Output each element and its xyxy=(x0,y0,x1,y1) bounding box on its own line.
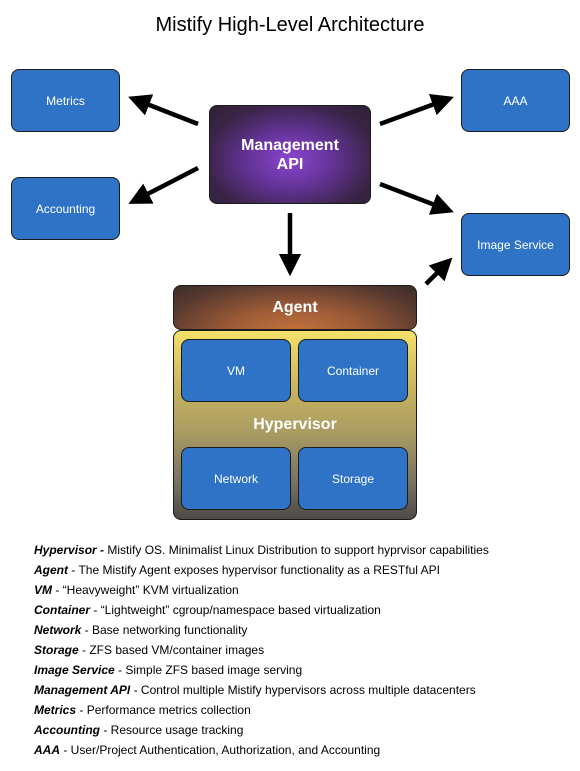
accounting-label: Accounting xyxy=(35,201,96,216)
agent-box: Agent xyxy=(173,285,417,330)
legend-desc: - Simple ZFS based image serving xyxy=(114,663,303,677)
legend-item-accounting: Accounting - Resource usage tracking xyxy=(34,720,574,740)
legend-term: Network xyxy=(34,623,82,637)
legend-desc: - User/Project Authentication, Authoriza… xyxy=(60,743,381,757)
connector-arrows xyxy=(128,94,454,286)
metrics-box: Metrics xyxy=(11,69,120,132)
legend-item-image-service: Image Service - Simple ZFS based image s… xyxy=(34,660,574,680)
legend-item-management-api: Management API - Control multiple Mistif… xyxy=(34,680,574,700)
legend-desc: - “Lightweight” cgroup/namespace based v… xyxy=(90,603,381,617)
storage-label: Storage xyxy=(331,471,375,486)
aaa-box: AAA xyxy=(461,69,570,132)
network-box: Network xyxy=(181,447,291,510)
legend-term: Metrics xyxy=(34,703,77,717)
legend-term: Container xyxy=(34,603,91,617)
container-box: Container xyxy=(298,339,408,402)
legend-desc: - Resource usage tracking xyxy=(100,723,244,737)
legend-item-metrics: Metrics - Performance metrics collection xyxy=(34,700,574,720)
metrics-label: Metrics xyxy=(46,93,85,108)
legend-term: Management API xyxy=(34,683,131,697)
storage-box: Storage xyxy=(298,447,408,510)
legend-item-vm: VM - “Heavyweight” KVM virtualization xyxy=(34,580,574,600)
management-api-box: Management API xyxy=(209,105,371,204)
vm-box: VM xyxy=(181,339,291,402)
legend-desc: - Base networking functionality xyxy=(81,623,248,637)
arrow-api-to-metrics xyxy=(128,94,199,127)
legend-term: Agent xyxy=(34,563,68,577)
legend-desc: - ZFS based VM/container images xyxy=(78,643,265,657)
legend-term: Image Service xyxy=(34,663,115,677)
image-service-box: Image Service xyxy=(461,213,570,276)
legend: Hypervisor - Mistify OS. Minimalist Linu… xyxy=(34,540,574,760)
container-label: Container xyxy=(326,363,380,378)
hypervisor-label: Hypervisor xyxy=(253,416,337,433)
legend-desc: - “Heavyweight” KVM virtualization xyxy=(52,583,239,597)
aaa-label: AAA xyxy=(503,93,528,108)
management-api-label: Management API xyxy=(241,136,339,173)
vm-label: VM xyxy=(227,363,245,378)
legend-term: Storage xyxy=(34,643,79,657)
legend-desc: Mistify OS. Minimalist Linux Distributio… xyxy=(107,543,489,557)
legend-item-storage: Storage - ZFS based VM/container images xyxy=(34,640,574,660)
diagram-title: Mistify High-Level Architecture xyxy=(155,14,425,36)
legend-item-hypervisor: Hypervisor - Mistify OS. Minimalist Linu… xyxy=(34,540,574,560)
legend-item-aaa: AAA - User/Project Authentication, Autho… xyxy=(34,740,574,760)
legend-term: VM xyxy=(34,583,52,597)
arrow-api-to-image-service xyxy=(379,181,454,215)
legend-item-agent: Agent - The Mistify Agent exposes hyperv… xyxy=(34,560,574,580)
arrow-api-to-aaa xyxy=(379,94,454,127)
legend-desc: - The Mistify Agent exposes hypervisor f… xyxy=(68,563,440,577)
legend-desc: - Performance metrics collection xyxy=(76,703,251,717)
arrow-agent-to-image-service xyxy=(424,257,453,286)
legend-desc: - Control multiple Mistify hypervisors a… xyxy=(130,683,476,697)
legend-term: Accounting xyxy=(34,723,100,737)
legend-item-network: Network - Base networking functionality xyxy=(34,620,574,640)
arrow-api-to-accounting xyxy=(128,166,200,204)
image-service-label: Image Service xyxy=(477,237,554,252)
legend-term: AAA xyxy=(34,743,60,757)
accounting-box: Accounting xyxy=(11,177,120,240)
legend-term: Hypervisor - xyxy=(34,543,108,557)
network-label: Network xyxy=(213,471,258,486)
legend-item-container: Container - “Lightweight” cgroup/namespa… xyxy=(34,600,574,620)
agent-label: Agent xyxy=(272,298,318,316)
